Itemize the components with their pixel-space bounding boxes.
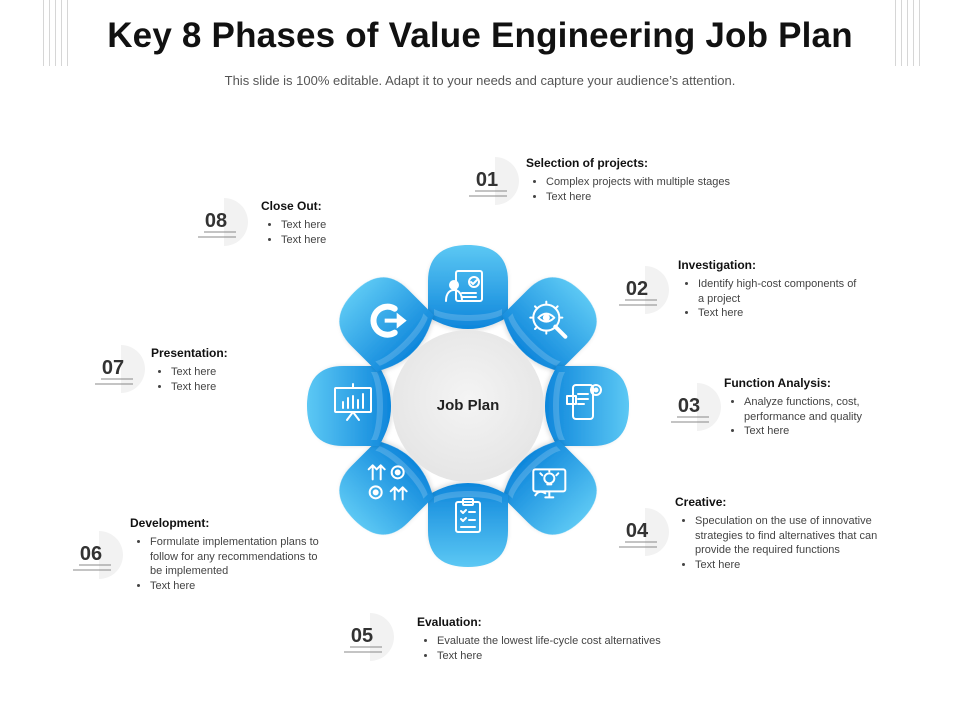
phase-03-petal-shape (545, 366, 629, 446)
phase-07-number: 07 (102, 357, 124, 379)
phase-02-petal (502, 277, 597, 372)
phase-06-bullet-1: Formulate implementation plans to follow… (150, 535, 330, 579)
phase-01-text: Selection of projects: Complex projects … (526, 156, 746, 204)
center-circle (392, 330, 544, 482)
phase-02-title: Investigation: (678, 258, 757, 272)
phase-06-text: Development: Formulate implementation pl… (130, 516, 330, 593)
phase-01-bullet-2: Text here (546, 190, 746, 205)
phase-08-petal (339, 277, 434, 372)
phase-03-bullet-1: Analyze functions, cost, performance and… (744, 395, 884, 424)
phase-02-number-badge: 02 (619, 266, 669, 314)
phase-03-number-badge: 03 (671, 383, 721, 431)
phase-06-bullet-2: Text here (150, 579, 330, 594)
center-label: Job Plan (437, 397, 500, 414)
phase-05-bullet-2: Text here (437, 649, 687, 664)
phase-01-number-badge: 01 (469, 157, 519, 205)
arrows-gears-icon (367, 464, 408, 501)
phase-07-title: Presentation: (151, 346, 228, 360)
phase-04-petal-shape (502, 440, 597, 535)
checklist-person-icon (445, 270, 483, 302)
phase-06-petal-shape (339, 440, 434, 535)
mobile-gear-icon (566, 384, 602, 420)
phase-08-title: Close Out: (261, 199, 322, 213)
phase-07-number-badge: 07 (95, 345, 145, 393)
phase-08-text: Close Out: Text here Text here (261, 199, 371, 247)
phase-02-petal-shape (502, 277, 597, 372)
phase-06-petal (339, 440, 434, 535)
phase-04-title: Creative: (675, 495, 727, 509)
phase-01-title: Selection of projects: (526, 156, 649, 170)
phase-02-bullet-1: Identify high-cost components of a proje… (698, 277, 858, 306)
monitor-bulb-icon (532, 468, 567, 499)
phase-04-text: Creative: Speculation on the use of inno… (675, 495, 890, 572)
phase-05-number: 05 (351, 625, 373, 647)
slide-title: Key 8 Phases of Value Engineering Job Pl… (107, 16, 853, 55)
phase-03-title: Function Analysis: (724, 376, 831, 390)
phase-01-bullet-1: Complex projects with multiple stages (546, 175, 746, 190)
phase-07-text: Presentation: Text here Text here (151, 346, 271, 394)
phase-08-number-badge: 08 (198, 198, 248, 246)
phase-08-number: 08 (205, 210, 227, 232)
phase-07-petal (307, 366, 391, 446)
phase-03-text: Function Analysis: Analyze functions, co… (724, 376, 884, 439)
phase-03-bullet-2: Text here (744, 424, 884, 439)
phase-04-bullet-2: Text here (695, 558, 890, 573)
phase-01-number: 01 (476, 169, 498, 191)
phase-05-title: Evaluation: (417, 615, 482, 629)
cycle-arrow-icon (370, 303, 407, 338)
magnifier-eye-icon (529, 300, 568, 339)
phase-02-text: Investigation: Identify high-cost compon… (678, 258, 858, 321)
phase-05-petal-shape (428, 483, 508, 567)
phase-07-bullet-1: Text here (171, 365, 271, 380)
phase-03-number: 03 (678, 395, 700, 417)
phase-08-bullet-2: Text here (281, 233, 371, 248)
phase-06-number: 06 (80, 543, 102, 565)
clipboard-list-icon (455, 498, 481, 533)
presentation-board-icon (334, 383, 372, 421)
phase-04-number: 04 (626, 520, 649, 542)
phase-04-number-badge: 04 (619, 508, 669, 556)
phase-02-number: 02 (626, 278, 648, 300)
phase-04-petal (502, 440, 597, 535)
phase-05-text: Evaluation: Evaluate the lowest life-cyc… (417, 615, 687, 663)
phase-05-number-badge: 05 (344, 613, 394, 661)
phase-05-bullet-1: Evaluate the lowest life-cycle cost alte… (437, 634, 687, 649)
phase-06-title: Development: (130, 516, 210, 530)
phase-01-petal-shape (428, 245, 508, 329)
phase-01-petal (428, 245, 508, 329)
phase-03-petal (545, 366, 629, 446)
phase-07-bullet-2: Text here (171, 380, 271, 395)
phase-06-number-badge: 06 (73, 531, 123, 579)
phase-04-bullet-1: Speculation on the use of innovative str… (695, 514, 890, 558)
phase-08-petal-shape (339, 277, 434, 372)
slide-subtitle: This slide is 100% editable. Adapt it to… (224, 73, 736, 88)
phase-05-petal (428, 483, 508, 567)
phase-02-bullet-2: Text here (698, 306, 858, 321)
phase-08-bullet-1: Text here (281, 218, 371, 233)
